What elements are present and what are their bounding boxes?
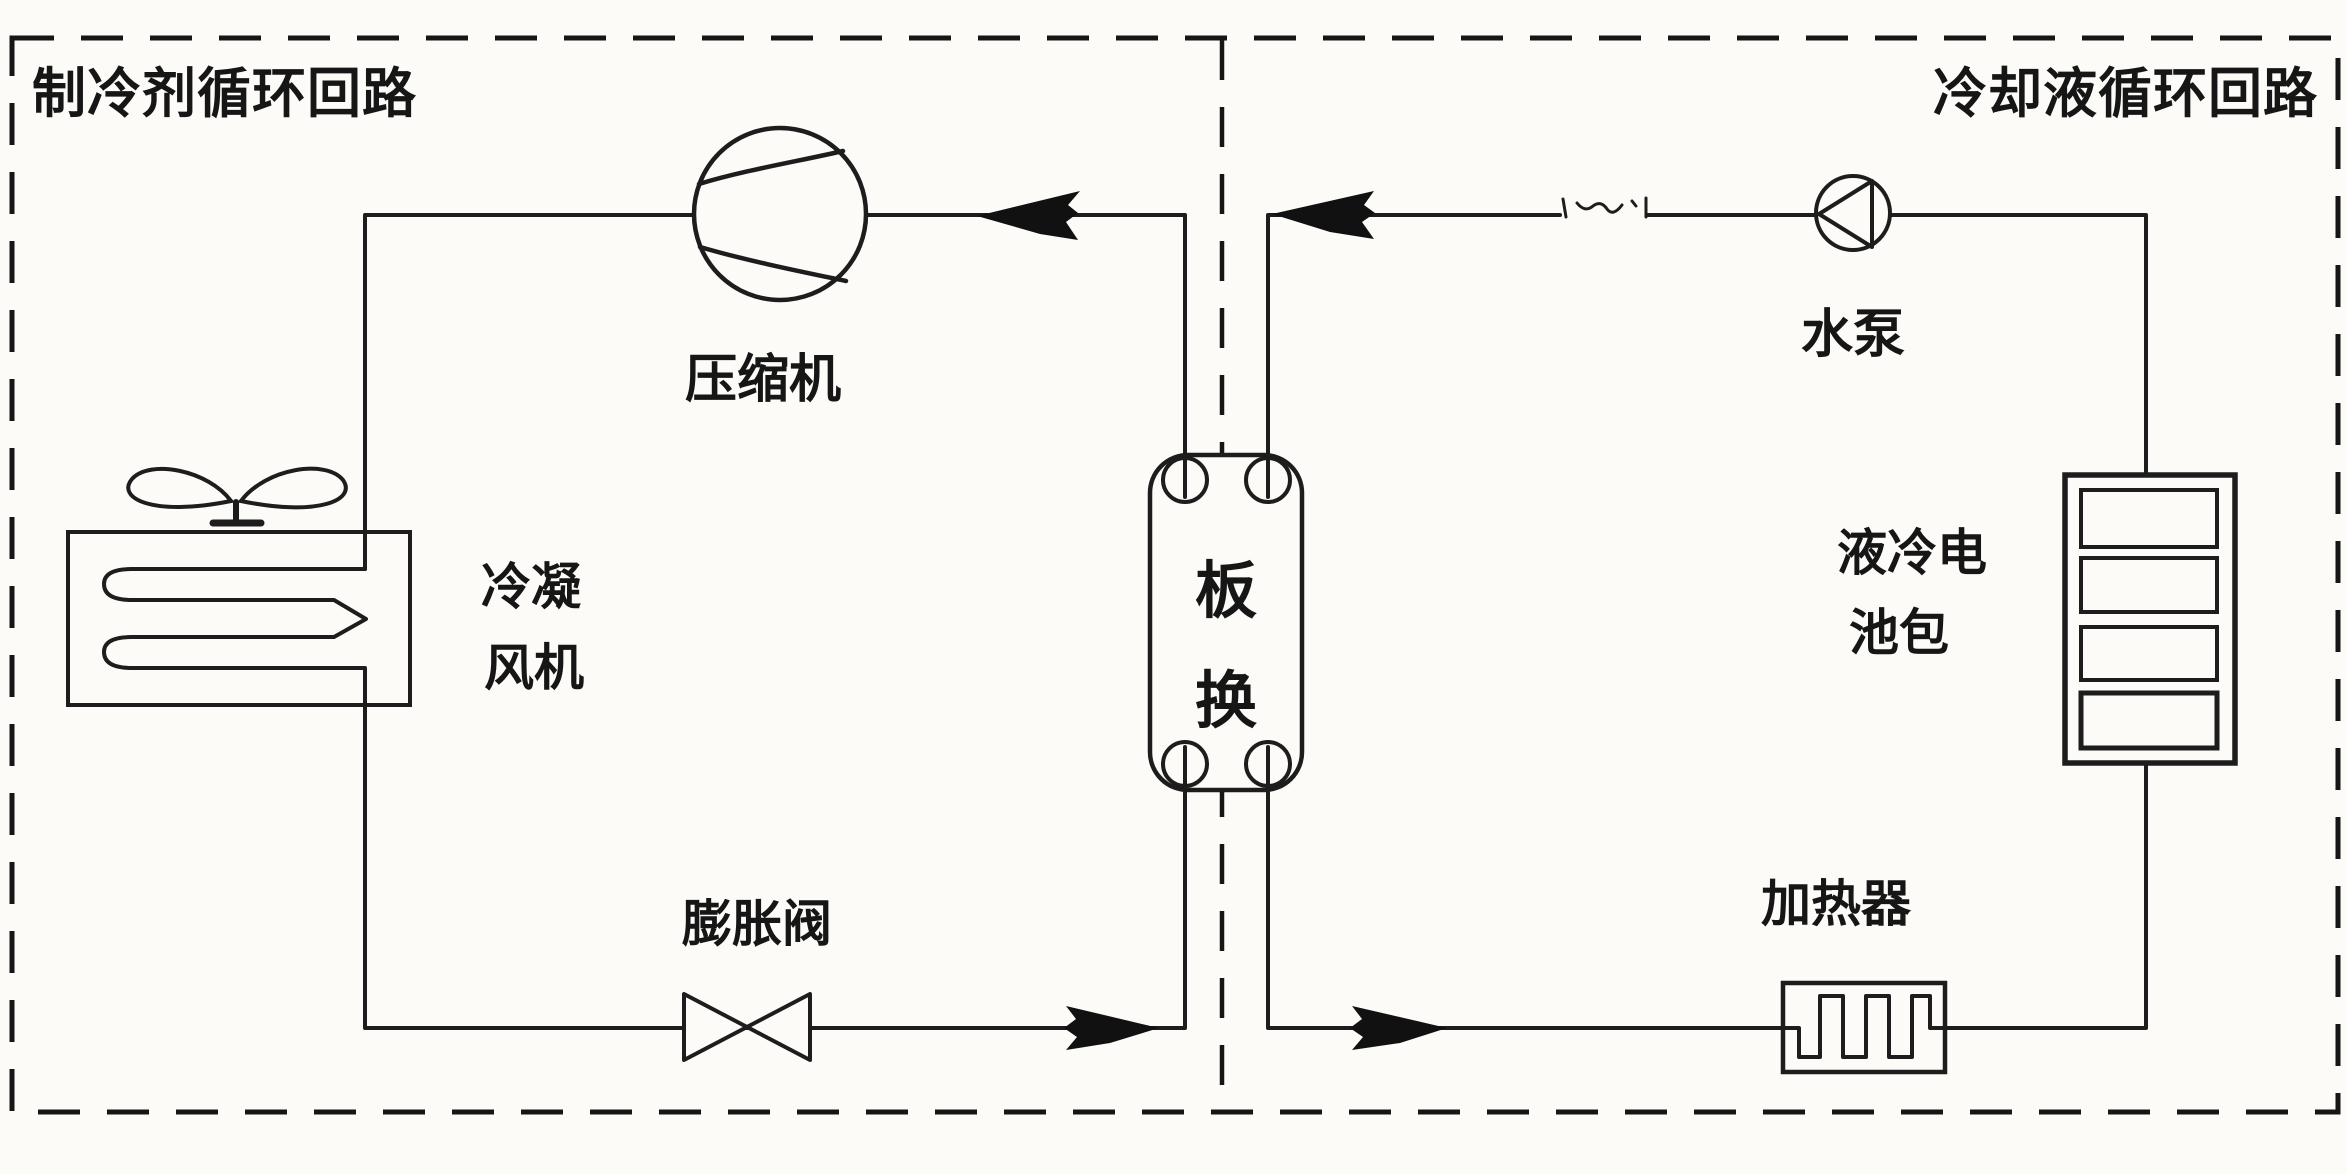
fan-blades-icon [126,466,348,527]
coolant-bottom-pipe-right [1943,761,2148,1030]
condenser-fan-label-line2: 风机 [484,640,584,696]
hx-port-bottom-left [1161,740,1209,788]
battery-label-line1: 液冷电 [1837,525,1987,581]
condenser-fan-label-line1: 冷凝 [481,559,581,615]
heat-exchanger-label-char2: 换 [1195,667,1257,736]
battery-cell [2079,488,2219,549]
plate-heat-exchanger-ports [1161,456,1292,788]
expansion-valve-symbol [682,992,812,1062]
arrow-left-refrigerant-top [977,191,1080,240]
pipe-network [102,213,2148,1030]
battery-outer-case [2062,472,2238,766]
hx-port-bottom-right [1244,740,1292,788]
heater-label: 加热器 [1761,876,1912,932]
right-loop-title: 冷却液循环回路 [1933,64,2318,124]
compressor-symbol [691,125,869,303]
battery-cells [2078,488,2220,751]
battery-cell [2078,690,2220,751]
condenser-box [66,530,412,707]
compressor-lower-vane [697,244,849,284]
battery-pack-symbol [2062,472,2238,766]
arrow-right-refrigerant-bottom [1064,1006,1159,1050]
heat-exchanger-label-char1: 板 [1195,557,1257,626]
coolant-top-pipe-left [1266,213,1562,499]
left-loop-title: 制冷剂循环回路 [32,64,417,124]
hx-port-top-left [1161,456,1209,504]
compressor-upper-vane [696,148,846,187]
pump-triangle-icon [1817,179,1874,249]
expansion-valve-label: 膨胀阀 [682,896,832,952]
heater-element-icon [1783,994,1945,1059]
heater-symbol [1780,980,1948,1075]
pump-symbol [1814,174,1892,252]
plate-heat-exchanger-body [1147,452,1305,793]
battery-cell [2079,556,2219,614]
flow-arrows [977,191,1447,1050]
pump-circle [1814,174,1892,252]
refrigerant-bottom-pipe-and-coil [102,567,1187,1030]
coolant-bottom-pipe-left [1266,745,1785,1030]
compressor-label: 压缩机 [685,351,841,409]
arrow-right-coolant-bottom [1350,1006,1447,1050]
dashed-outer-border [9,35,2341,1115]
battery-cell [2079,625,2219,682]
arrow-left-coolant-top [1272,191,1375,239]
pump-label: 水泵 [1801,306,1905,364]
hx-port-top-right [1244,456,1292,504]
battery-label-line2: 池包 [1849,605,1949,661]
pipe-sketch-squiggle [1561,196,1648,219]
coolant-top-pipe-right [1646,213,2148,477]
condenser-fan-symbol [66,466,412,707]
